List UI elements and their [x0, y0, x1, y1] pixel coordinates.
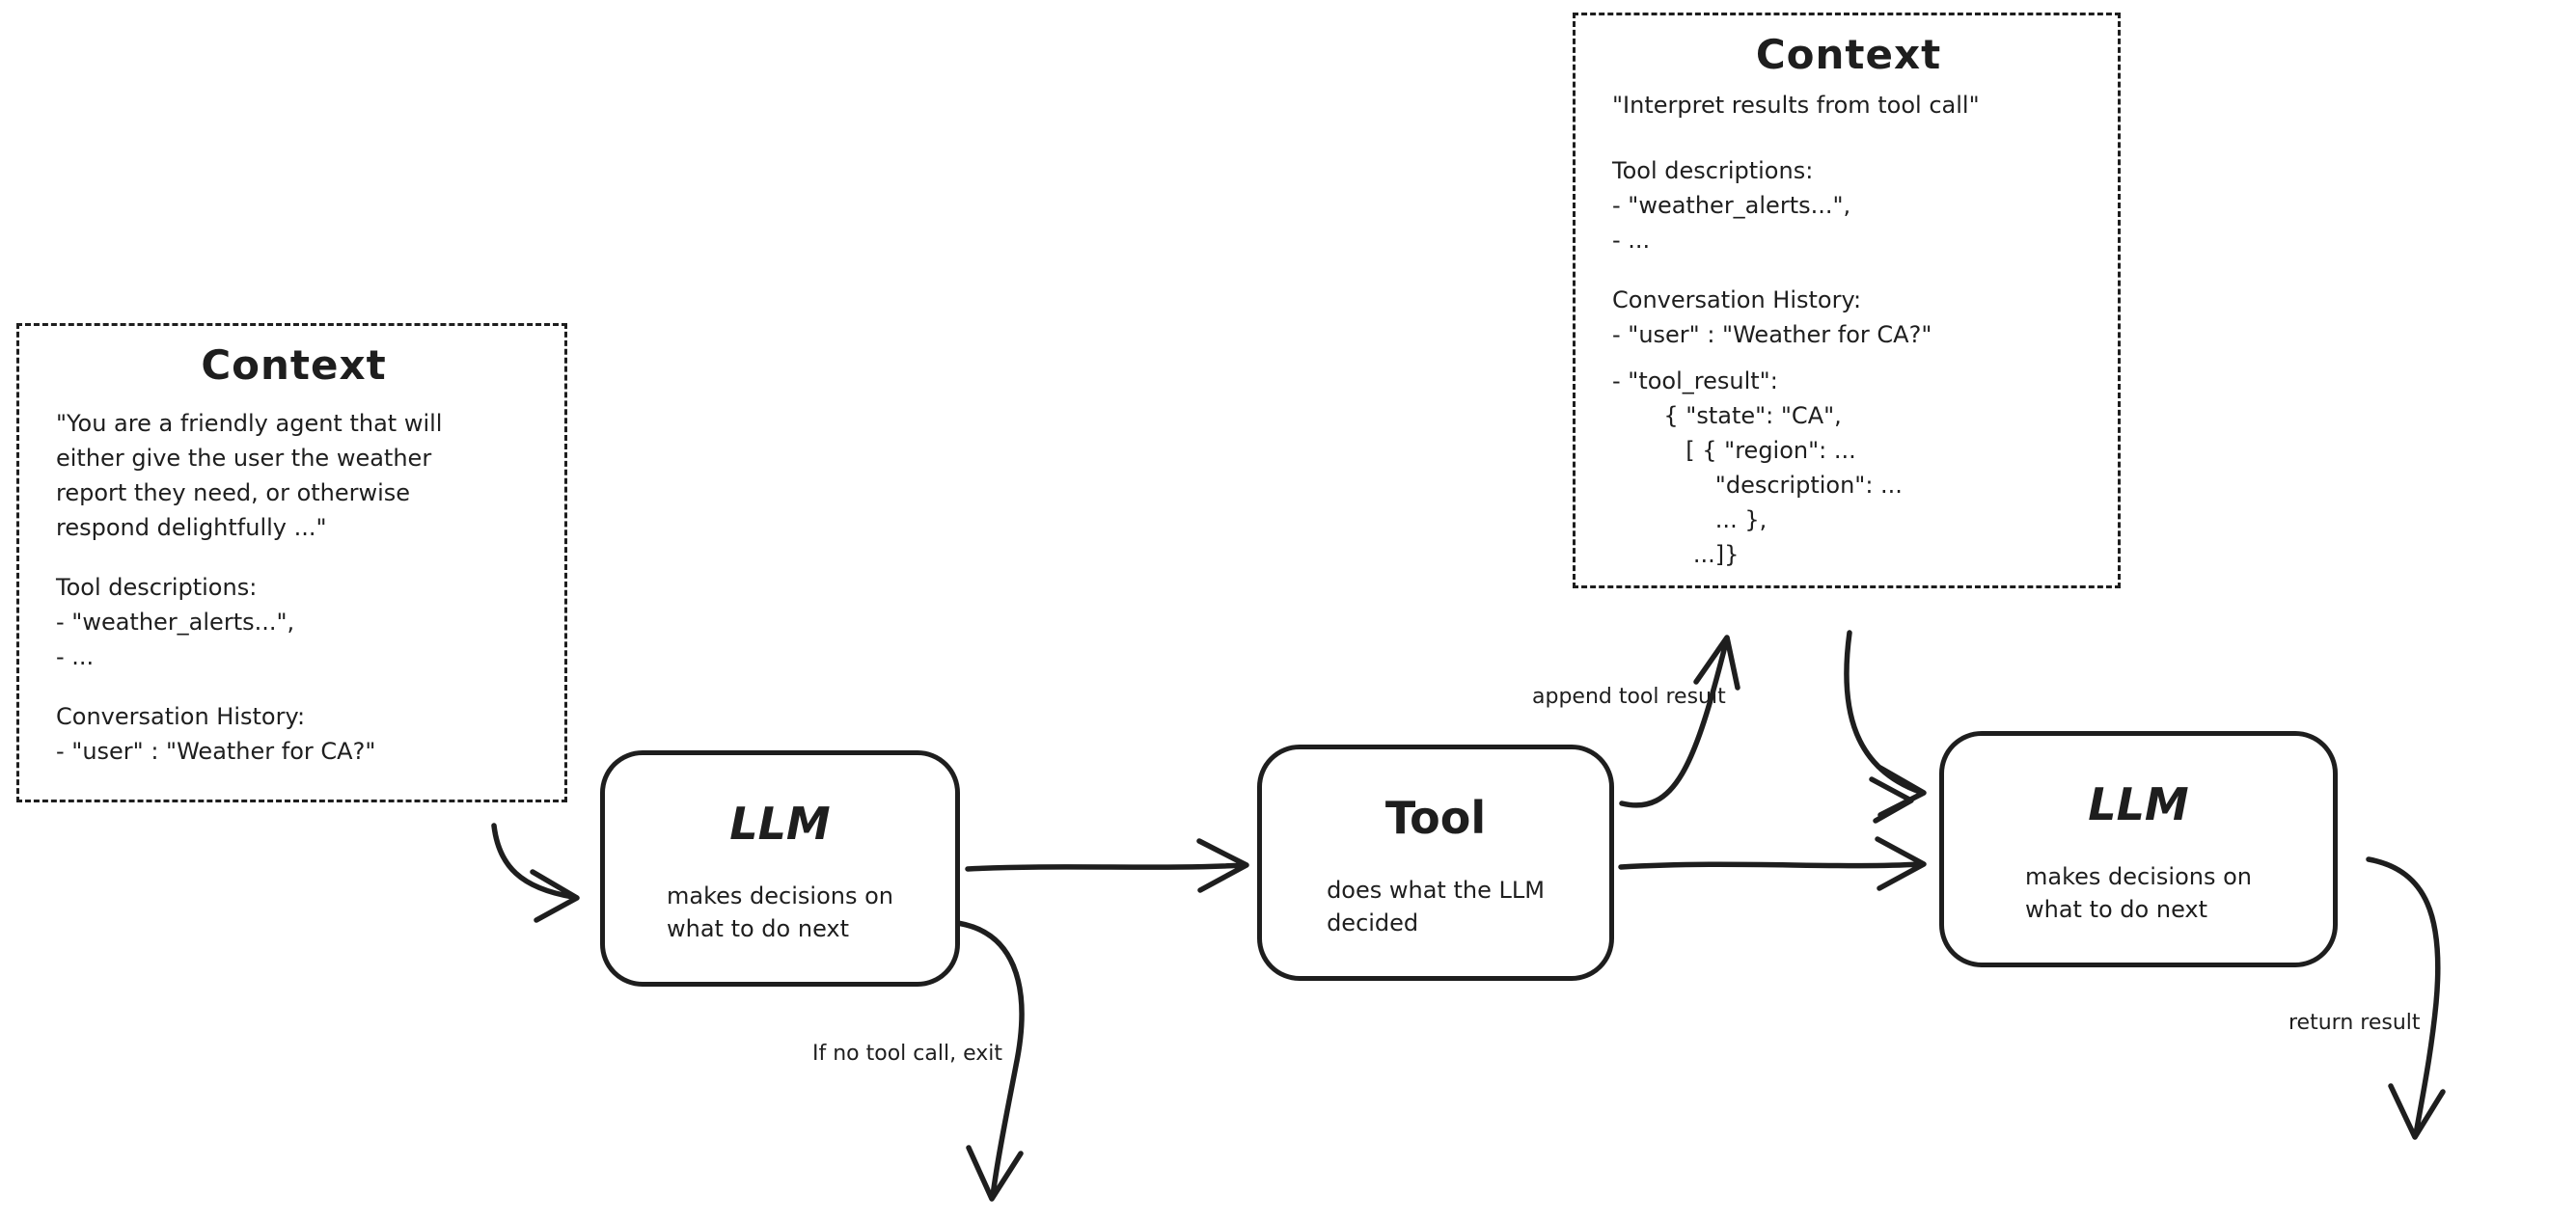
- llm-node-2: LLM makes decisions on what to do next: [1939, 731, 2338, 967]
- edge-label-return-result: return result: [2288, 1011, 2421, 1035]
- edge-label-if-no-tool-call-exit: If no tool call, exit: [812, 1042, 1002, 1066]
- edge-label-append-tool-result: append tool result: [1532, 685, 1726, 709]
- system-prompt-text: "You are a friendly agent that will eith…: [56, 410, 443, 541]
- conversation-history-text: Conversation History: - "user" : "Weathe…: [56, 703, 376, 765]
- llm-node-1-title: LLM: [729, 798, 831, 850]
- tool-result-text: - "tool_result": { "state": "CA", [ { "r…: [1612, 367, 1903, 568]
- context-box-left: Context "You are a friendly agent that w…: [16, 323, 567, 802]
- context-box-top-right: Context "Interpret results from tool cal…: [1573, 13, 2121, 588]
- llm-node-2-subtitle: makes decisions on what to do next: [2025, 863, 2252, 923]
- tool-node-title: Tool: [1384, 792, 1487, 844]
- tool-descriptions-text: Tool descriptions: - "weather_alerts..."…: [56, 574, 295, 670]
- tool-node: Tool does what the LLM decided: [1257, 745, 1614, 981]
- arrow-tool-to-context-top-right: [1619, 635, 1740, 808]
- arrow-llm2-return-result: [2366, 856, 2446, 1140]
- llm-node-1: LLM makes decisions on what to do next: [600, 750, 960, 987]
- arrow-tool-to-llm2: [1618, 836, 1927, 891]
- arrow-context-left-to-llm1: [491, 823, 580, 923]
- conversation-history-text: Conversation History: - "user" : "Weathe…: [1612, 286, 1932, 348]
- arrow-context-top-right-to-llm2: [1844, 630, 1927, 824]
- interpret-results-text: "Interpret results from tool call": [1612, 92, 1980, 119]
- context-top-right-title: Context: [1755, 31, 1942, 78]
- arrow-llm1-to-tool: [965, 838, 1249, 893]
- tool-node-subtitle: does what the LLM decided: [1327, 877, 1545, 936]
- tool-descriptions-text: Tool descriptions: - "weather_alerts..."…: [1612, 157, 1851, 254]
- llm-node-1-subtitle: makes decisions on what to do next: [667, 882, 893, 942]
- context-left-title: Context: [201, 341, 387, 389]
- llm-node-2-title: LLM: [2088, 778, 2189, 830]
